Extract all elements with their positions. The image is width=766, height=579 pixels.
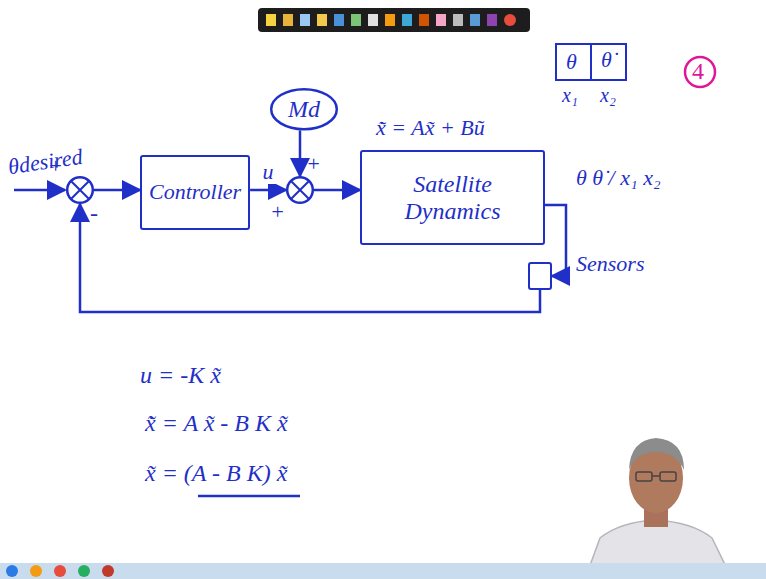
signal-arrow [94,189,140,192]
table-cell: θ [566,50,577,74]
equation: x̃̇ = A x̃ - B K x̃ [145,410,288,436]
input-label: θdesired [7,145,84,179]
plant-box: x̃̇ = Ax̃ + BũSatellite Dynamics [360,150,545,245]
signal-arrow [250,189,286,192]
node-label: Sensors [576,252,644,276]
sign-label: - [90,200,98,226]
taskbar [0,563,766,579]
sign-label: + [306,152,321,176]
equation: x̃ = (A - B K) x̃ [145,460,287,486]
presenter-figure [585,438,732,579]
node-label: Md [288,96,320,122]
node-label: Controller [149,180,241,204]
underline [198,495,300,498]
table-cell: x₂ [600,84,616,106]
signal-arrow [299,130,302,176]
callout-circle [685,57,715,87]
junction-symbol [66,176,94,204]
input-line [14,189,65,192]
sign-label: + [270,200,285,224]
output-label: θ θ̇ / x₁ x₂ [576,166,661,190]
summing-junction: +- [66,176,94,204]
sensor-box: Sensors [528,262,552,290]
controller-box: Controller [140,155,250,230]
signal-arrow [314,189,360,192]
state-table [556,44,626,80]
toolbar [258,8,530,32]
disturbance-ellipse: Md [270,88,338,130]
sign-label: + [48,154,63,178]
signal-arrow [545,205,566,276]
equation: u = -K x̃ [140,362,221,388]
table-cell: θ̇ [601,48,612,72]
state-equation: x̃̇ = Ax̃ + Bũ [376,116,485,140]
node-label: Satellite Dynamics [393,171,513,224]
table-cell: x₁ [562,84,578,106]
junction-symbol [286,176,314,204]
signal-label: u [261,160,276,184]
summing-junction: ++ [286,176,314,204]
callout-number: 4 [692,58,704,84]
